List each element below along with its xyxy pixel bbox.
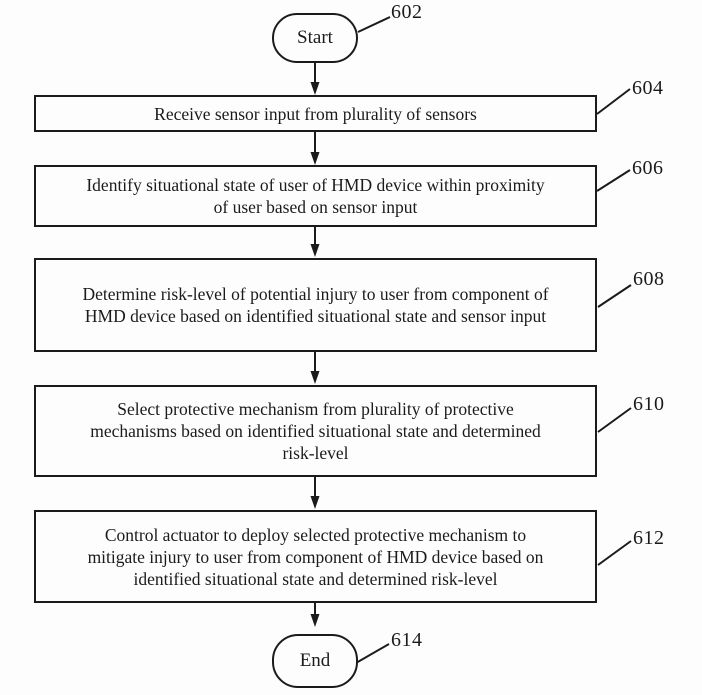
step-box-604: Receive sensor input from plurality of s…: [34, 95, 597, 132]
ref-label-608: 608: [633, 268, 665, 290]
step-box-610: Select protective mechanism from plurali…: [34, 385, 597, 477]
leader-line-604: [596, 88, 631, 115]
flow-arrow-608-to-610: [310, 352, 320, 384]
flow-arrow-612-to-end: [310, 603, 320, 627]
leader-line-614: [355, 643, 390, 664]
start-node: Start: [272, 13, 358, 63]
leader-line-606: [596, 169, 631, 192]
step-box-608: Determine risk-level of potential injury…: [34, 258, 597, 352]
ref-label-614: 614: [391, 629, 423, 651]
end-node-label: End: [299, 649, 331, 671]
end-node: End: [272, 634, 358, 688]
step-box-606: Identify situational state of user of HM…: [34, 165, 597, 227]
ref-label-612: 612: [633, 527, 665, 549]
flow-arrow-610-to-612: [310, 477, 320, 509]
flow-arrow-606-to-608: [310, 227, 320, 257]
leader-line-608: [597, 284, 632, 308]
leader-line-602: [357, 16, 391, 33]
leader-line-612: [597, 540, 632, 566]
step-box-612: Control actuator to deploy selected prot…: [34, 510, 597, 603]
ref-label-610: 610: [633, 393, 665, 415]
step-text-608: Determine risk-level of potential injury…: [82, 284, 549, 326]
ref-label-604: 604: [632, 77, 664, 99]
start-node-label: Start: [297, 26, 333, 48]
leader-line-610: [597, 407, 632, 433]
step-text-604: Receive sensor input from plurality of s…: [154, 103, 477, 124]
step-text-606: Identify situational state of user of HM…: [86, 175, 545, 217]
flow-arrow-604-to-606: [310, 132, 320, 165]
flow-arrow-start-to-604: [310, 63, 320, 95]
ref-label-602: 602: [391, 1, 423, 23]
ref-label-606: 606: [632, 157, 664, 179]
step-text-610: Select protective mechanism from plurali…: [90, 399, 541, 463]
step-text-612: Control actuator to deploy selected prot…: [87, 524, 544, 589]
